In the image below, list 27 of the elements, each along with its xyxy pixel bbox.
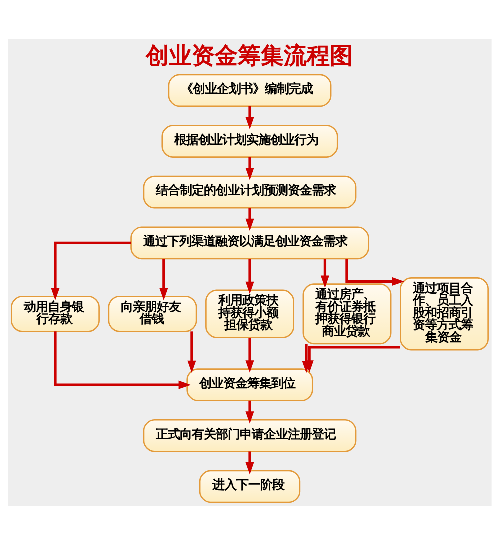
node-box: 《创业企划书》编制完成 — [168, 74, 332, 108]
node-box: 利用政策扶持获得小额担保贷款 — [206, 290, 294, 338]
node-box: 正式向有关部门申请企业注册登记 — [143, 419, 357, 452]
diagram-title: 创业资金筹集流程图 — [146, 43, 354, 70]
node-box: 结合制定的创业计划预测资金需求 — [143, 176, 357, 209]
node-box: 通过下列渠道融资以满足创业资金需求 — [130, 226, 370, 260]
arrow — [246, 157, 254, 180]
node-box: 通过项目合作、员工入股和招商引资等方式筹集资金 — [400, 278, 489, 351]
arrow — [246, 208, 254, 232]
arrow — [246, 400, 254, 424]
node-box: 通过房产、有价证券抵押获得银行商业贷款 — [302, 284, 392, 345]
arrow — [305, 346, 400, 373]
arrow — [160, 259, 168, 301]
arrow — [246, 259, 254, 294]
node-box: 进入下一阶段 — [199, 470, 301, 504]
arrow — [54, 332, 192, 390]
node-box: 动用自身银行存款 — [11, 296, 100, 332]
arrow — [51, 242, 132, 301]
arrow — [246, 338, 254, 373]
node-box: 向亲朋好友借钱 — [108, 296, 198, 332]
arrow — [346, 259, 405, 286]
arrow — [320, 259, 330, 288]
arrow — [188, 332, 196, 374]
node-box: 根据创业计划实施创业行为 — [162, 125, 338, 158]
arrow — [246, 106, 254, 130]
arrow — [246, 452, 254, 475]
node-box: 创业资金筹集到位 — [186, 368, 314, 402]
